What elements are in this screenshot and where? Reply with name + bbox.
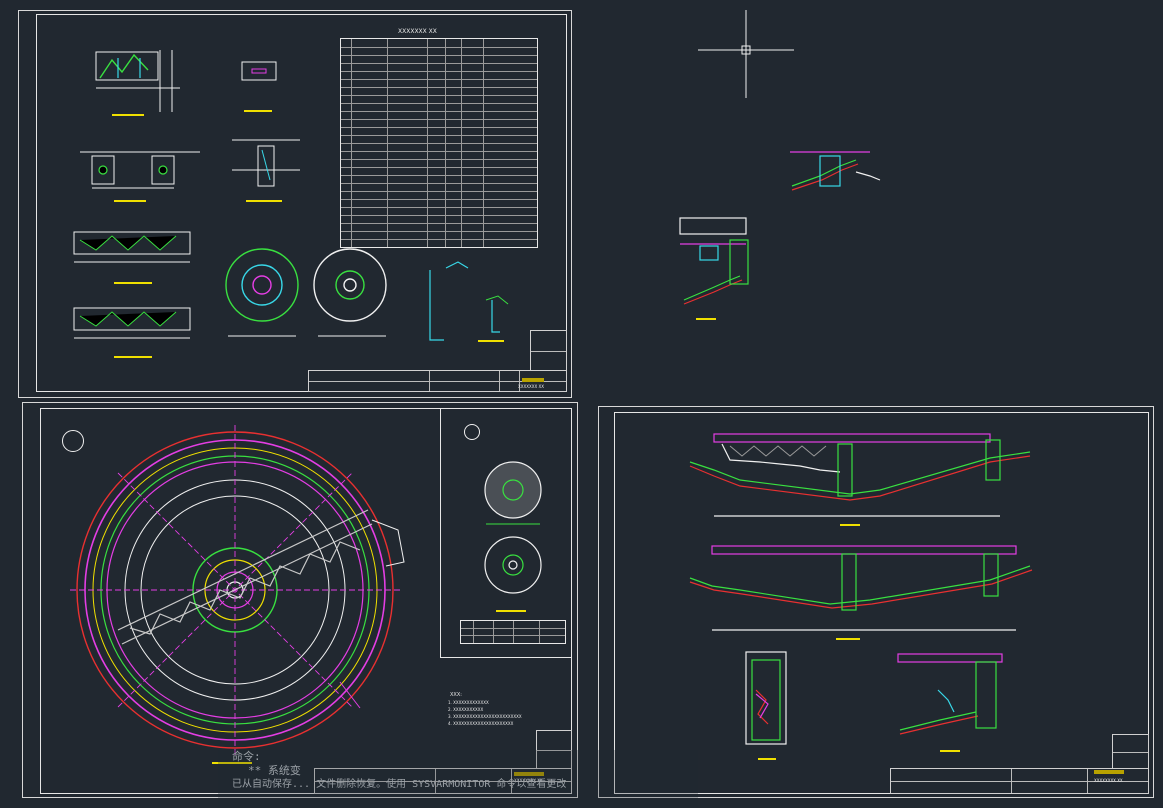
note-line-3: 3. XXXXXXXXXXXXXXXXXXXXXXXXX xyxy=(448,714,522,719)
title-text-bottom-left: XXXXXXXX XX xyxy=(514,778,543,783)
note-line-4: 4. XXXXXXXXXXXXXXXXXXXXXX xyxy=(448,721,514,726)
title-block-bottom-right xyxy=(890,768,1149,794)
sheet-bottom-right[interactable] xyxy=(598,406,1154,798)
sheet-bottom-right-frame xyxy=(614,412,1149,794)
title-badge-bottom-right xyxy=(1094,770,1124,774)
north-arrow-icon-small xyxy=(464,424,480,440)
title-block-bottom-left xyxy=(314,768,572,794)
corner-box-bottom-right xyxy=(1112,734,1149,769)
sheet-top-left[interactable] xyxy=(18,10,572,398)
title-text-bottom-right: XXXXXXXX XX xyxy=(1094,778,1123,783)
notes-heading: XXX: xyxy=(450,692,462,698)
title-badge-bottom-left xyxy=(514,772,544,776)
title-block-top-left xyxy=(308,370,567,392)
inset-table xyxy=(460,620,566,644)
command-line-1: 命令: xyxy=(232,750,261,763)
sheet-bottom-left[interactable] xyxy=(22,402,578,798)
command-line-3: 已从自动保存... 文件删除恢复。使用 SYSVARMONITOR 命令以查看更… xyxy=(232,779,567,790)
note-line-2: 2. XXXXXXXXXXX xyxy=(448,707,484,712)
title-text-top-left: XXXXXXX XX xyxy=(518,384,544,389)
command-line-2: ** 系统变 xyxy=(248,764,301,777)
parts-table xyxy=(340,38,538,248)
command-line-history: 命令: ** 系统变 已从自动保存... 文件删除恢复。使用 SYSVARMON… xyxy=(218,750,698,808)
corner-box-bottom-left xyxy=(536,730,572,769)
note-line-1: 1. XXXXXXXXXXXXX xyxy=(448,700,489,705)
corner-box-top-left xyxy=(530,330,567,371)
inset-panel xyxy=(440,408,572,658)
sheet-top-left-frame xyxy=(36,14,567,392)
parts-table-caption: XXXXXXX XX xyxy=(398,28,437,35)
title-badge-top-left xyxy=(522,378,544,382)
north-arrow-icon xyxy=(62,430,84,452)
